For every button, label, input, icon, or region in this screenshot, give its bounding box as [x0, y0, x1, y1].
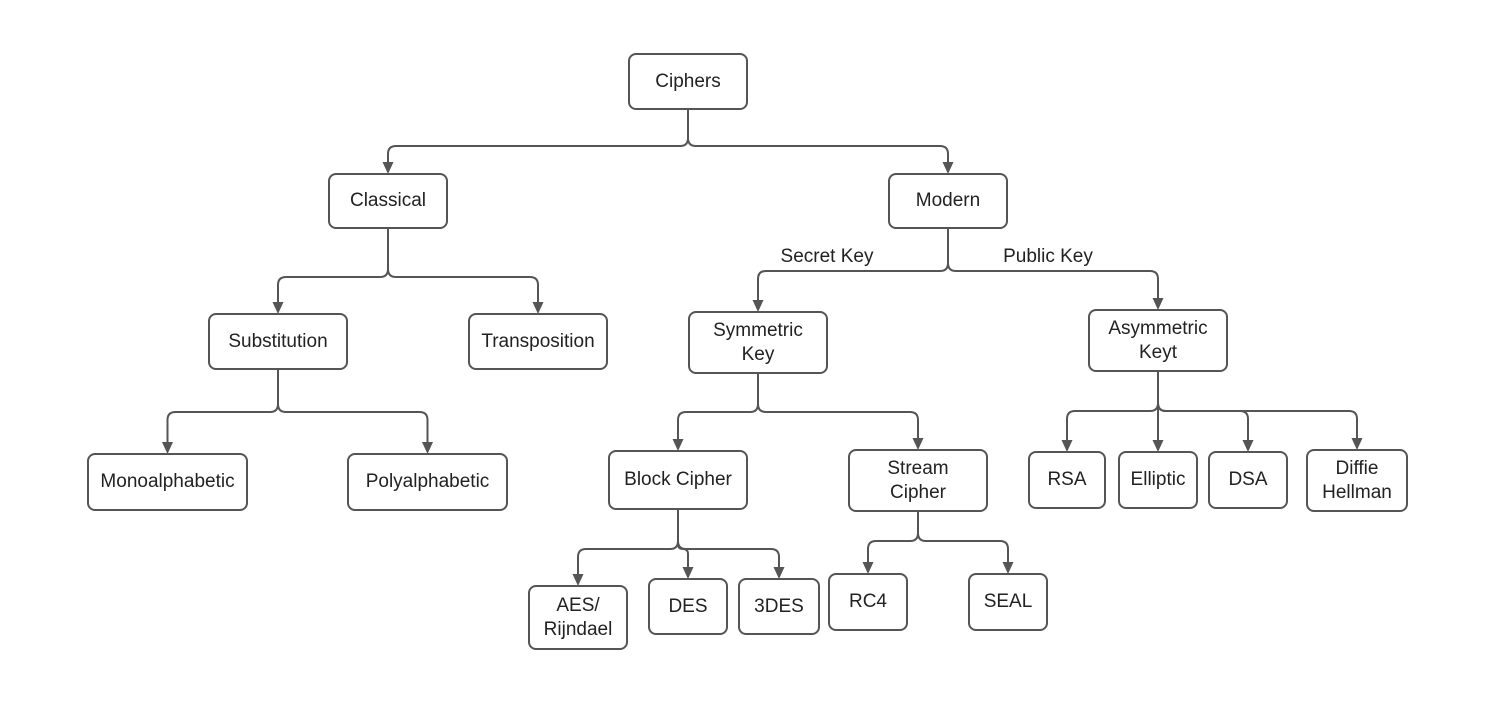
arrowhead-stream-cipher: [912, 438, 924, 450]
secret-key-label: Secret Key: [776, 246, 878, 268]
edge-symmetric-key-to-block-cipher: [677, 374, 759, 439]
arrowhead-monoalphabetic: [162, 442, 173, 454]
arrowhead-seal: [1002, 562, 1014, 574]
edge-asymmetric-key-to-diffie-hellman: [1157, 372, 1358, 438]
node-classical[interactable]: Classical: [328, 173, 448, 229]
node-transposition[interactable]: Transposition: [468, 313, 608, 370]
edge-classical-to-transposition: [387, 229, 539, 302]
edge-block-cipher-to-des: [677, 510, 689, 567]
arrowhead-modern: [942, 162, 954, 174]
arrowhead-polyalphabetic: [422, 442, 433, 454]
edge-substitution-to-monoalphabetic: [166, 370, 279, 442]
node-dsa[interactable]: DSA: [1208, 451, 1288, 509]
arrowhead-symmetric-key: [752, 300, 764, 312]
arrowhead-substitution: [272, 302, 284, 314]
node-rc4[interactable]: RC4: [828, 573, 908, 631]
arrowhead-3des: [773, 567, 785, 579]
node-monoalphabetic[interactable]: Monoalphabetic: [87, 453, 248, 511]
node-elliptic[interactable]: Elliptic: [1118, 451, 1198, 509]
node-substitution[interactable]: Substitution: [208, 313, 348, 370]
edge-stream-cipher-to-seal: [917, 512, 1009, 562]
node-diffie-hellman[interactable]: Diffie Hellman: [1306, 449, 1408, 512]
arrowhead-elliptic: [1152, 440, 1164, 452]
arrowhead-transposition: [532, 302, 544, 314]
edge-block-cipher-to-aes-rijndael: [577, 510, 679, 574]
node-aes-rijndael[interactable]: AES/ Rijndael: [528, 585, 628, 650]
edge-substitution-to-polyalphabetic: [277, 370, 429, 442]
node-seal[interactable]: SEAL: [968, 573, 1048, 631]
node-symmetric-key[interactable]: Symmetric Key: [688, 311, 828, 374]
edge-block-cipher-to-3des: [677, 510, 780, 567]
edge-ciphers-to-classical: [387, 110, 689, 162]
arrowhead-asymmetric-key: [1152, 298, 1164, 310]
arrowhead-dsa: [1242, 440, 1254, 452]
edge-modern-to-asymmetric-key: [947, 229, 1159, 298]
arrowhead-block-cipher: [672, 439, 684, 451]
node-modern[interactable]: Modern: [888, 173, 1008, 229]
node-stream-cipher[interactable]: Stream Cipher: [848, 449, 988, 512]
arrowhead-des: [682, 567, 694, 579]
edge-asymmetric-key-to-rsa: [1066, 372, 1159, 440]
edge-asymmetric-key-to-dsa: [1157, 372, 1249, 440]
edge-ciphers-to-modern: [687, 110, 949, 162]
node-ciphers[interactable]: Ciphers: [628, 53, 748, 110]
edge-symmetric-key-to-stream-cipher: [757, 374, 919, 438]
node-des[interactable]: DES: [648, 578, 728, 635]
arrowhead-rsa: [1061, 440, 1073, 452]
node-3des[interactable]: 3DES: [738, 578, 820, 635]
arrowhead-rc4: [862, 562, 874, 574]
node-polyalphabetic[interactable]: Polyalphabetic: [347, 453, 508, 511]
node-block-cipher[interactable]: Block Cipher: [608, 450, 748, 510]
node-rsa[interactable]: RSA: [1028, 451, 1106, 509]
arrowhead-diffie-hellman: [1351, 438, 1363, 450]
arrowhead-aes-rijndael: [572, 574, 584, 586]
edge-classical-to-substitution: [277, 229, 389, 302]
public-key-label: Public Key: [999, 246, 1097, 268]
node-asymmetric-key[interactable]: Asymmetric Keyt: [1088, 309, 1228, 372]
arrowhead-classical: [382, 162, 394, 174]
edge-stream-cipher-to-rc4: [867, 512, 919, 562]
